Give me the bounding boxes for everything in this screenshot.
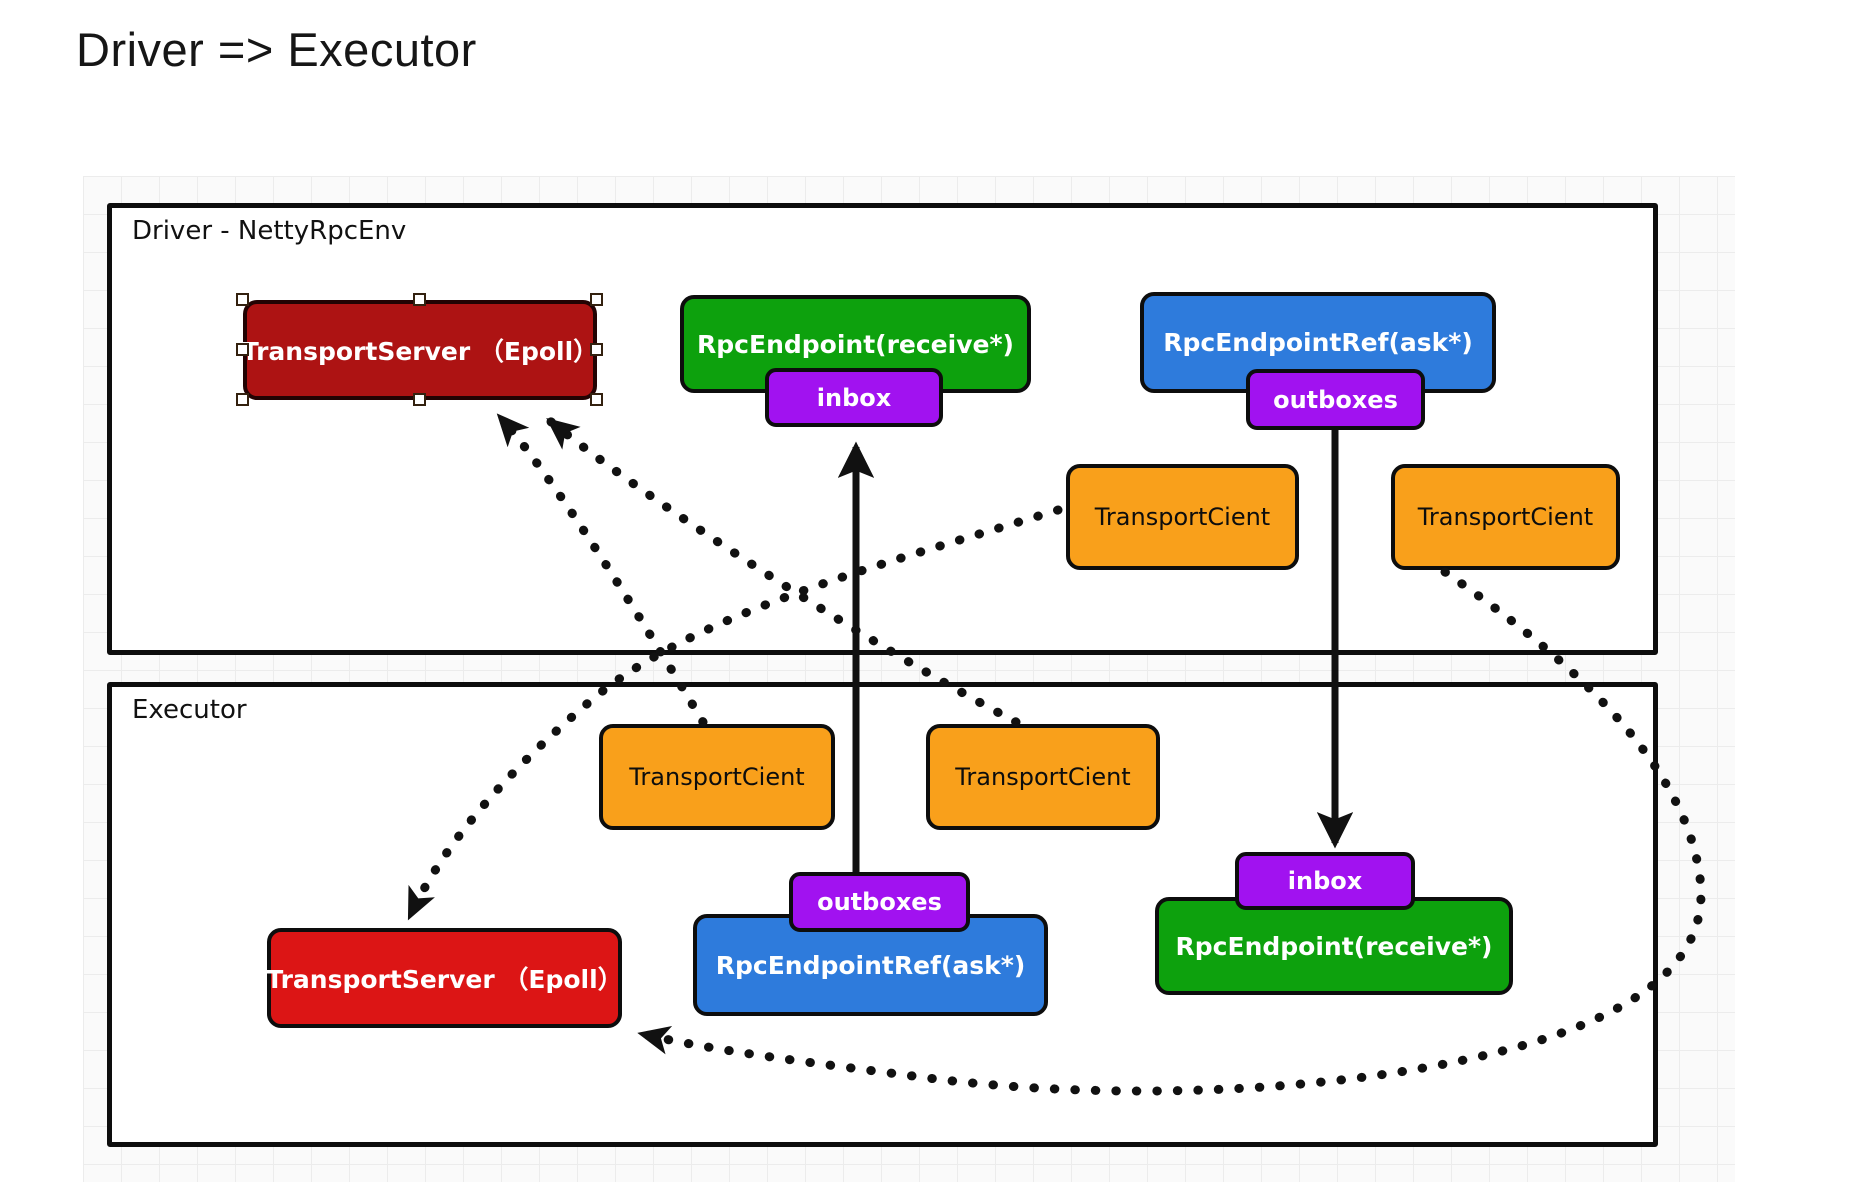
selection-handle-bottom-left[interactable] (236, 393, 249, 406)
executor-transport-client-1-node[interactable]: TransportCient (599, 724, 835, 830)
driver-inbox-label: inbox (816, 383, 892, 412)
driver-rpc-endpoint-node[interactable]: RpcEndpoint(receive*) (680, 295, 1031, 393)
driver-transport-client-1-label: TransportCient (1094, 503, 1271, 531)
selection-handle-mid-right[interactable] (590, 343, 603, 356)
executor-rpc-endpoint-node[interactable]: RpcEndpoint(receive*) (1155, 897, 1513, 995)
executor-transport-client-2-node[interactable]: TransportCient (926, 724, 1160, 830)
driver-transport-server-label: TransportServer （Epoll） (241, 337, 599, 366)
executor-transport-server-node[interactable]: TransportServer （Epoll） (266, 928, 623, 1028)
executor-rpc-endpoint-label: RpcEndpoint(receive*) (1175, 931, 1493, 961)
executor-transport-server-label: TransportServer （Epoll） (266, 965, 623, 994)
driver-env-box[interactable]: Driver - NettyRpcEnv (107, 203, 1658, 655)
driver-transport-server-node[interactable]: TransportServer （Epoll） (241, 300, 599, 400)
selection-handle-top-right[interactable] (590, 293, 603, 306)
selection-handle-bottom-right[interactable] (590, 393, 603, 406)
executor-outboxes-label: outboxes (817, 888, 942, 916)
driver-outboxes-label: outboxes (1273, 385, 1398, 414)
selection-handle-top-mid[interactable] (413, 293, 426, 306)
executor-env-label: Executor (132, 695, 247, 725)
executor-rpc-endpoint-ref-label: RpcEndpointRef(ask*) (715, 950, 1026, 980)
driver-transport-client-2-node[interactable]: TransportCient (1391, 464, 1620, 570)
driver-rpc-endpoint-label: RpcEndpoint(receive*) (697, 329, 1014, 359)
driver-env-label: Driver - NettyRpcEnv (132, 216, 407, 246)
executor-outboxes-node[interactable]: outboxes (789, 872, 970, 932)
driver-transport-client-1-node[interactable]: TransportCient (1066, 464, 1299, 570)
page-title: Driver => Executor (76, 23, 477, 76)
executor-transport-client-1-label: TransportCient (629, 763, 805, 791)
selection-handle-top-left[interactable] (236, 293, 249, 306)
driver-transport-client-2-label: TransportCient (1417, 503, 1594, 531)
selection-handle-bottom-mid[interactable] (413, 393, 426, 406)
executor-transport-client-2-label: TransportCient (955, 763, 1131, 791)
executor-inbox-node[interactable]: inbox (1235, 852, 1415, 910)
driver-outboxes-node[interactable]: outboxes (1246, 369, 1425, 430)
selection-handle-mid-left[interactable] (236, 343, 249, 356)
driver-inbox-node[interactable]: inbox (765, 368, 943, 427)
driver-rpc-endpoint-ref-label: RpcEndpointRef(ask*) (1163, 328, 1473, 357)
executor-inbox-label: inbox (1287, 867, 1363, 895)
